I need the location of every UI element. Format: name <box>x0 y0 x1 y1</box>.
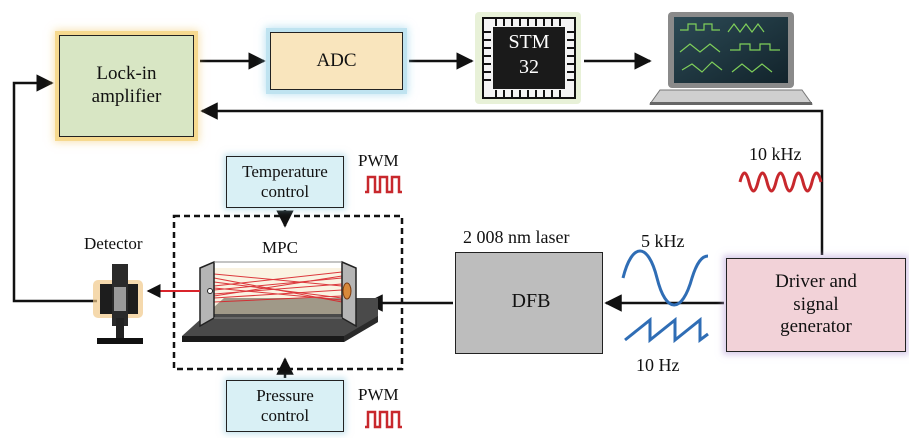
driver-signal-generator-label: Driver and signal generator <box>775 270 857 338</box>
temperature-control-label: Temperature control <box>242 161 328 201</box>
connection-lines <box>12 52 824 378</box>
stm32-label-line2: 32 <box>519 56 539 78</box>
sine-wave-icon <box>621 249 709 307</box>
pressure-control-block: Pressure control <box>226 380 344 432</box>
laptop-icon <box>649 12 813 105</box>
laser-block <box>455 252 603 354</box>
reference-frequency-label: 10 kHz <box>749 144 802 164</box>
driver-signal-generator-block: Driver and signal generator <box>726 258 906 352</box>
pwm-pulse-icon-bottom <box>365 410 402 429</box>
pwm-pulse-icon-top <box>365 175 402 194</box>
stm32-label-line1: STM <box>508 31 550 53</box>
reference-sine-wave-icon <box>738 171 823 193</box>
pwm-label-bottom: PWM <box>358 385 399 404</box>
adc-block: ADC <box>270 32 403 90</box>
laser-label: 2 008 nm laser <box>463 227 570 247</box>
sine-frequency-label: 5 kHz <box>641 231 685 251</box>
lock-in-amplifier-label: Lock-in amplifier <box>91 63 162 107</box>
temperature-control-block: Temperature control <box>226 156 344 208</box>
dfb-label: DFB <box>511 290 551 312</box>
detector-icon <box>93 264 143 344</box>
reference-line-driver-to-lockin <box>200 102 824 255</box>
pressure-control-label: Pressure control <box>256 385 314 425</box>
mpc-cell-icon <box>182 260 378 342</box>
pwm-label-top: PWM <box>358 151 399 170</box>
lock-in-amplifier-block: Lock-in amplifier <box>59 35 194 137</box>
stm32-chip-icon <box>475 12 581 104</box>
signal-line-detector-to-lockin <box>12 74 97 303</box>
mpc-label: MPC <box>262 238 298 257</box>
ramp-frequency-label: 10 Hz <box>636 355 680 375</box>
sawtooth-wave-icon <box>624 316 709 344</box>
detector-label: Detector <box>84 234 143 253</box>
mpc-enclosure <box>172 214 404 371</box>
stm32-label: STM 32 <box>493 30 565 80</box>
adc-label: ADC <box>316 49 357 71</box>
